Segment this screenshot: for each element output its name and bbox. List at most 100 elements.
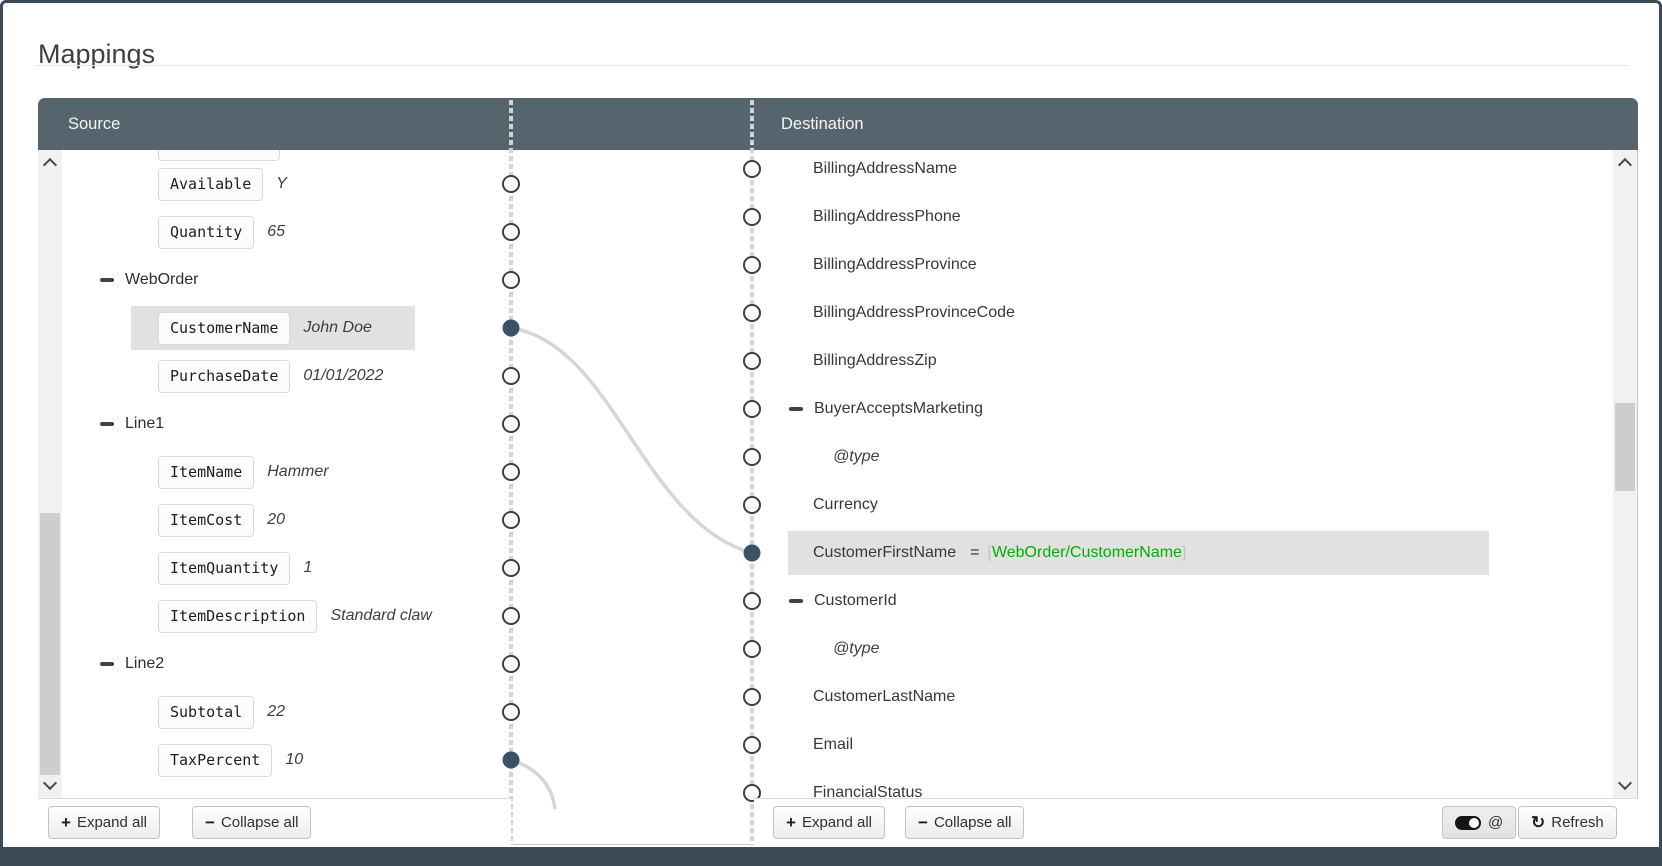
destination-node-row[interactable]: CustomerId xyxy=(754,579,1613,623)
field-name-box[interactable]: Subtotal xyxy=(158,695,255,729)
expand-all-label: Expand all xyxy=(76,814,147,831)
destination-expand-all-button[interactable]: + Expand all xyxy=(773,806,885,839)
source-panel-title: Source xyxy=(68,115,121,133)
collapse-toggle-icon[interactable] xyxy=(100,422,114,426)
title-divider xyxy=(36,65,1630,66)
field-value: John Doe xyxy=(303,319,372,336)
destination-label: FinancialStatus xyxy=(813,784,923,798)
field-name-box[interactable]: ItemDescription xyxy=(158,599,318,633)
node-label: WebOrder xyxy=(125,271,199,288)
field-value: 01/01/2022 xyxy=(303,367,384,384)
at-symbol-label: @ xyxy=(1488,814,1504,831)
source-field-row[interactable]: TaxPercent 10 xyxy=(38,738,511,782)
collapse-toggle-icon[interactable] xyxy=(789,599,803,603)
field-value: Standard claw xyxy=(330,607,432,624)
destination-row[interactable]: BillingAddressProvince xyxy=(754,243,1613,287)
scroll-down-icon[interactable] xyxy=(42,775,58,791)
source-node-row[interactable]: Line1 xyxy=(38,402,511,446)
destination-node-row[interactable]: BuyerAcceptsMarketing xyxy=(754,387,1613,431)
destination-row[interactable]: Currency xyxy=(754,483,1613,527)
destination-collapse-all-button[interactable]: − Collapse all xyxy=(905,806,1025,839)
field-value: 10 xyxy=(285,751,304,768)
field-value: 1 xyxy=(303,559,313,576)
mapping-expression[interactable]: WebOrder/CustomerName xyxy=(991,544,1182,561)
destination-label: CustomerFirstName xyxy=(813,544,957,561)
destination-label: Currency xyxy=(813,496,878,513)
minus-icon: − xyxy=(205,813,215,832)
destination-attribute-row[interactable]: @type xyxy=(754,435,1613,479)
collapse-all-label: Collapse all xyxy=(220,814,299,831)
refresh-icon: ↻ xyxy=(1531,813,1546,832)
source-field-row-partial[interactable] xyxy=(158,150,280,161)
refresh-label: Refresh xyxy=(1551,814,1604,831)
field-name-box[interactable]: ItemName xyxy=(158,455,255,489)
source-field-row[interactable]: ItemDescription Standard claw xyxy=(38,594,511,638)
refresh-button[interactable]: ↻ Refresh xyxy=(1518,806,1617,839)
plus-icon: + xyxy=(61,813,71,832)
destination-row[interactable]: BillingAddressPhone xyxy=(754,195,1613,239)
destination-label: Email xyxy=(813,736,854,753)
field-name-box[interactable]: Quantity xyxy=(158,215,255,249)
source-node-row[interactable]: Line2 xyxy=(38,642,511,686)
destination-label: BillingAddressName xyxy=(813,160,958,177)
page-title: Mappings xyxy=(38,39,156,70)
scroll-up-icon[interactable] xyxy=(42,157,58,173)
mapping-close-bracket: ] xyxy=(1181,544,1187,561)
field-name-box[interactable]: Available xyxy=(158,167,264,201)
source-field-row[interactable]: ItemName Hammer xyxy=(38,450,511,494)
source-expand-all-button[interactable]: + Expand all xyxy=(48,806,160,839)
source-field-row[interactable]: ItemQuantity 1 xyxy=(38,546,511,590)
destination-label: BillingAddressPhone xyxy=(813,208,961,225)
source-field-row[interactable]: CustomerName John Doe xyxy=(38,306,511,350)
destination-row[interactable]: FinancialStatus xyxy=(754,771,1613,798)
destination-label: CustomerId xyxy=(814,592,897,609)
source-field-row[interactable]: PurchaseDate 01/01/2022 xyxy=(38,354,511,398)
collapse-toggle-icon[interactable] xyxy=(100,278,114,282)
field-value: 65 xyxy=(267,223,286,240)
node-label: Line2 xyxy=(125,655,165,672)
destination-row[interactable]: BillingAddressZip xyxy=(754,339,1613,383)
source-node-row[interactable]: WebOrder xyxy=(38,258,511,302)
show-attributes-toggle-button[interactable]: @ xyxy=(1442,806,1517,839)
mapping-open-bracket: [ xyxy=(987,544,992,561)
minus-icon: − xyxy=(918,813,928,832)
attribute-label: @type xyxy=(833,640,880,657)
destination-label: BillingAddressZip xyxy=(813,352,937,369)
collapse-all-label: Collapse all xyxy=(933,814,1012,831)
field-name-box[interactable]: TaxPercent xyxy=(158,743,273,777)
source-scrollbar-thumb[interactable] xyxy=(40,513,60,775)
scroll-up-icon[interactable] xyxy=(1617,157,1633,173)
collapse-toggle-icon[interactable] xyxy=(789,407,803,411)
field-name-box[interactable]: PurchaseDate xyxy=(158,359,291,393)
node-label: Line1 xyxy=(125,415,165,432)
destination-attribute-row[interactable]: @type xyxy=(754,627,1613,671)
destination-row[interactable]: BillingAddressName xyxy=(754,150,1613,191)
destination-label: BillingAddressProvince xyxy=(813,256,977,273)
source-field-row[interactable]: Quantity 65 xyxy=(38,210,511,254)
field-value: 22 xyxy=(267,703,286,720)
destination-label: BillingAddressProvinceCode xyxy=(813,304,1015,321)
destination-row[interactable]: CustomerLastName xyxy=(754,675,1613,719)
field-value: Hammer xyxy=(267,463,329,480)
destination-row[interactable]: CustomerFirstName = [WebOrder/CustomerName… xyxy=(754,531,1613,575)
field-name-box[interactable]: ItemQuantity xyxy=(158,551,291,585)
source-field-row[interactable]: Subtotal 22 xyxy=(38,690,511,734)
destination-scrollbar-thumb[interactable] xyxy=(1615,403,1635,491)
destination-scrollbar[interactable] xyxy=(1613,150,1637,798)
collapse-toggle-icon[interactable] xyxy=(100,662,114,666)
scroll-down-icon[interactable] xyxy=(1617,775,1633,791)
source-collapse-all-button[interactable]: − Collapse all xyxy=(192,806,312,839)
source-scrollbar[interactable] xyxy=(38,150,62,798)
field-name-box[interactable]: ItemCost xyxy=(158,503,255,537)
field-name-box[interactable]: CustomerName xyxy=(158,311,291,345)
expand-all-label: Expand all xyxy=(801,814,872,831)
destination-row[interactable]: Email xyxy=(754,723,1613,767)
window-bottom-chrome xyxy=(3,847,1659,863)
mapping-equals-operator: = xyxy=(970,544,980,561)
destination-row[interactable]: BillingAddressProvinceCode xyxy=(754,291,1613,335)
